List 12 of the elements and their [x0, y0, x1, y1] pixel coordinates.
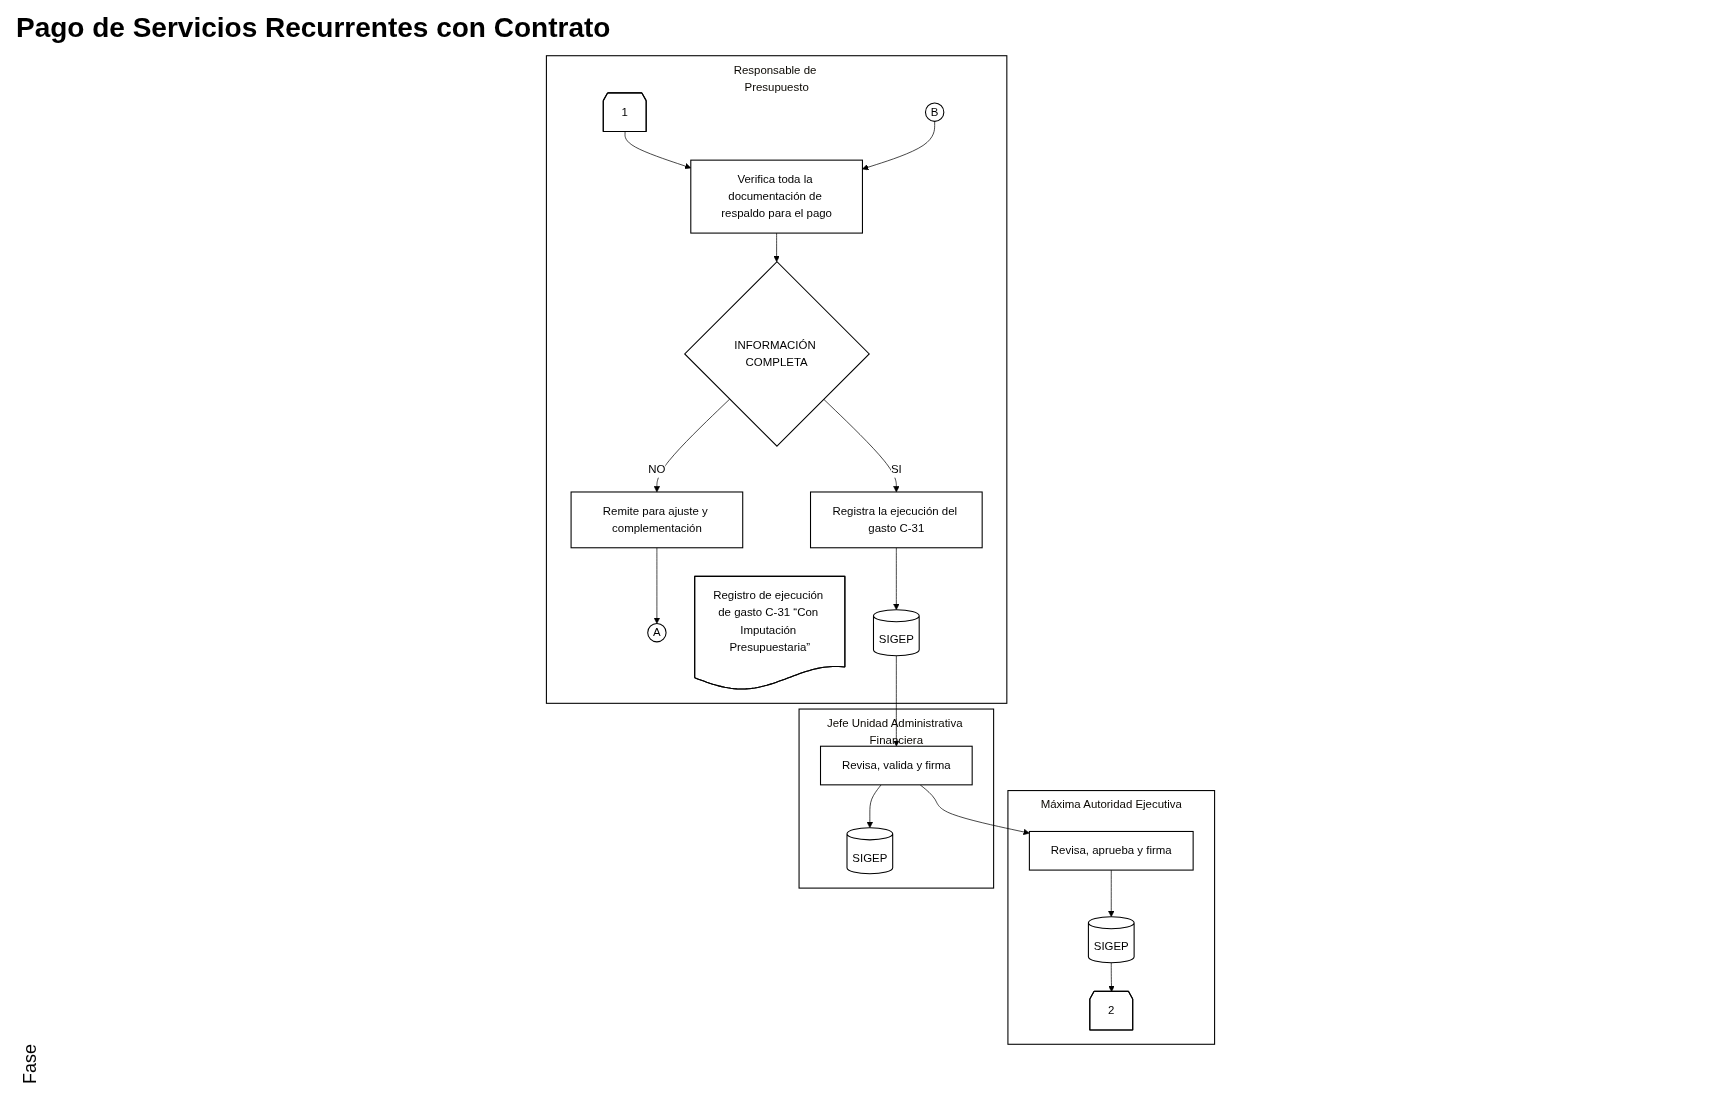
edge-label: SI	[890, 462, 902, 475]
node-diamond: INFORMACIÓN COMPLETA	[683, 260, 870, 447]
node-box: Revisa, valida y firma	[819, 745, 973, 786]
node-box: Remite para ajuste y complementación	[570, 491, 744, 549]
node-box: Revisa, aprueba y firma	[1028, 830, 1194, 871]
node-box: Registra la ejecución del gasto C-31	[810, 491, 983, 549]
diagram-title: Pago de Servicios Recurrentes con Contrato	[16, 12, 612, 44]
node-box: Verifica toda la documentación de respaldo para el pago	[690, 159, 863, 234]
edge-label: NO	[648, 462, 666, 475]
node-circle: B	[924, 102, 945, 122]
phase-label: Fase	[20, 1043, 41, 1084]
node-circle: A	[647, 623, 667, 643]
